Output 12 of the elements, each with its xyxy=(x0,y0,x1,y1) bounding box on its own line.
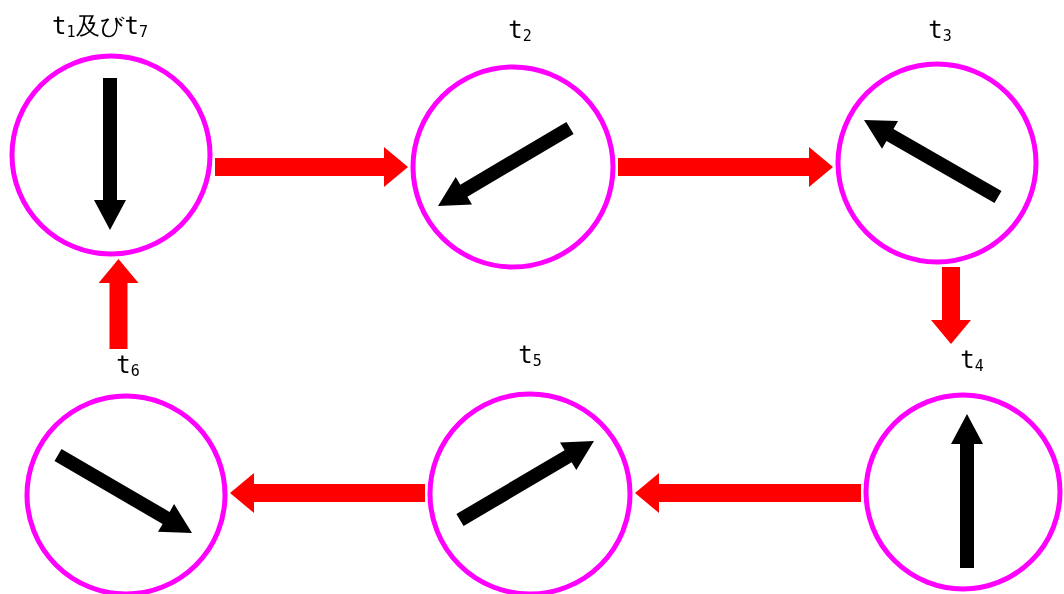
arrow xyxy=(215,147,408,187)
time-label: t$_{5}$ xyxy=(518,341,542,372)
time-label: t$_{1}$及びt$_{7}$ xyxy=(52,12,148,43)
time-label: t$_{3}$ xyxy=(928,16,952,47)
time-label: t$_{6}$ xyxy=(116,351,140,382)
arrow xyxy=(618,147,833,187)
arrow xyxy=(98,259,139,349)
time-label: t$_{4}$ xyxy=(960,346,984,377)
arrow xyxy=(931,267,971,344)
arrow xyxy=(635,473,861,513)
arrow xyxy=(230,473,425,513)
time-label: t$_{2}$ xyxy=(508,16,532,47)
